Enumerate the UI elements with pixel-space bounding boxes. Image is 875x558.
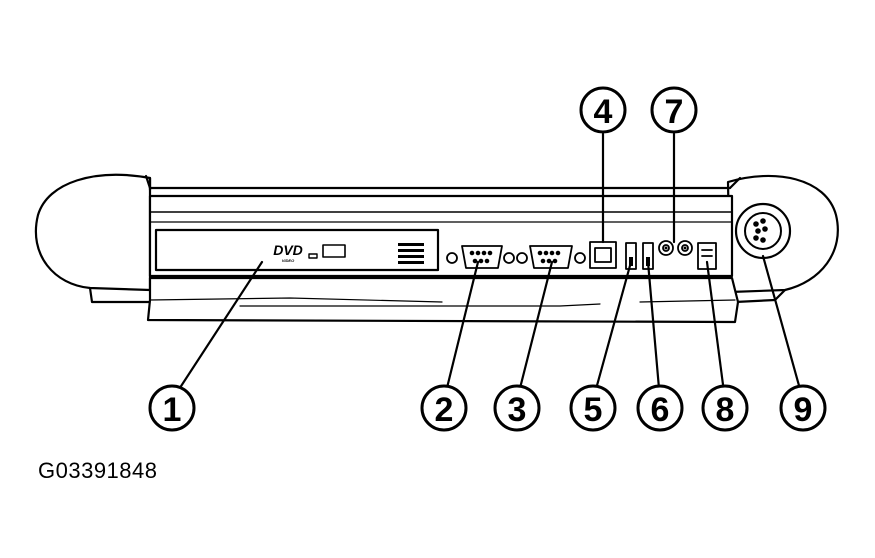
dfe-logo: [398, 243, 424, 264]
dvd-activity-led: [308, 253, 318, 259]
callout-5: 5: [569, 384, 617, 432]
callout-label-7: 7: [665, 93, 684, 131]
dvd-eject-button: [322, 244, 346, 258]
figure-id: G03391848: [38, 458, 158, 483]
serial-port-3: [516, 245, 586, 269]
callout-9: 9: [779, 384, 827, 432]
audio-jacks-7: [658, 240, 693, 256]
callout-2: 2: [420, 384, 468, 432]
callout-1: 1: [148, 384, 196, 432]
leader-line-1: [170, 260, 264, 402]
dvd-logo-sub: VIDEO: [282, 258, 295, 263]
dvd-drive-tray: [154, 228, 440, 272]
leader-line-3: [515, 260, 554, 402]
left-bumper: [34, 173, 152, 292]
leader-line-2: [442, 260, 480, 402]
callout-label-5: 5: [584, 391, 603, 429]
callout-4: 4: [579, 86, 627, 134]
rotary-knob-9: [734, 202, 792, 260]
callout-label-6: 6: [651, 391, 670, 429]
usb-port-5: [625, 242, 637, 270]
callout-3: 3: [493, 384, 541, 432]
leader-line-6: [646, 260, 662, 402]
callout-label-1: 1: [163, 391, 182, 429]
dvd-logo: DVD: [273, 242, 303, 258]
callout-label-2: 2: [435, 391, 454, 429]
knob-grip-pattern: [753, 218, 768, 243]
callout-7: 7: [650, 86, 698, 134]
leader-line-5: [591, 260, 633, 402]
callout-6: 6: [636, 384, 684, 432]
callout-label-4: 4: [594, 93, 613, 131]
callout-label-3: 3: [508, 391, 527, 429]
leader-line-8: [705, 260, 727, 402]
callout-8: 8: [701, 384, 749, 432]
leader-line-9: [761, 254, 805, 402]
serial-port-2: [446, 245, 515, 269]
callout-label-8: 8: [716, 391, 735, 429]
callout-label-9: 9: [794, 391, 813, 429]
